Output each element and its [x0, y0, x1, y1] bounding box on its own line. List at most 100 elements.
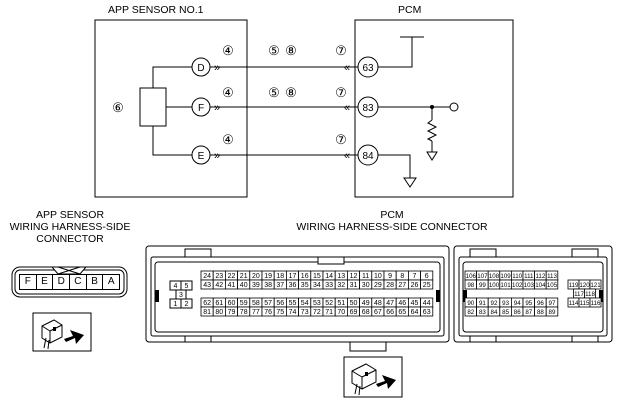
pin-number: 112 — [535, 273, 545, 280]
pin-number: 76 — [264, 309, 272, 316]
pin-number: 39 — [252, 282, 260, 289]
pin-number: 46 — [398, 300, 406, 307]
pin-number: 97 — [549, 300, 556, 307]
pin-cell — [545, 306, 559, 317]
pin-number: 18 — [276, 273, 284, 280]
sensor-connector-title: APP SENSOR WIRING HARNESS-SIDE CONNECTOR — [0, 209, 140, 245]
pcm-connector-title-line1: PCM — [380, 209, 404, 221]
pin-number: 114 — [569, 300, 579, 307]
pcm-box — [354, 19, 514, 198]
pin-number: 85 — [502, 309, 509, 316]
pin-number: 22 — [228, 273, 236, 280]
pin-number: 14 — [325, 273, 333, 280]
pin-number: 57 — [264, 300, 272, 307]
wire2-mark-7: ⑦ — [335, 85, 347, 100]
pin-number: 74 — [289, 309, 297, 316]
sensor-connector-title-line1: APP SENSOR — [35, 209, 105, 221]
pin-number: 7 — [413, 273, 417, 280]
pin-number: 16 — [301, 273, 309, 280]
pin-number: 44 — [423, 300, 431, 307]
pin-number: 9 — [388, 273, 392, 280]
pin-number: 54 — [301, 300, 309, 307]
pin-number: 86 — [514, 309, 521, 316]
pin-number: 117 — [574, 291, 584, 298]
pin-number: 66 — [386, 309, 394, 316]
pin-number: 41 — [228, 282, 236, 289]
pin-number: 34 — [313, 282, 321, 289]
pin-number: 59 — [240, 300, 248, 307]
pin-number: 93 — [502, 300, 509, 307]
wire2-mark-5: ⑤ — [268, 85, 280, 100]
pin-number: 115 — [580, 300, 590, 307]
pin-number: 42 — [215, 282, 223, 289]
sensor-pin-d-label: D — [197, 63, 204, 74]
sensor-connector-pin: C — [70, 274, 87, 290]
pin-number: 49 — [362, 300, 370, 307]
pcm-connector-title-line2: WIRING HARNESS-SIDE CONNECTOR — [296, 221, 488, 233]
pin-number: 50 — [350, 300, 358, 307]
break-mark-right-3: « — [344, 150, 350, 162]
pin-number: 90 — [467, 300, 474, 307]
pin-number: 72 — [313, 309, 321, 316]
sensor-connector-title-line3: CONNECTOR — [36, 233, 104, 245]
pin-cell — [589, 297, 602, 308]
sensor-pin-e — [191, 145, 211, 165]
pin-number: 107 — [477, 273, 488, 280]
pin-number: 26 — [411, 282, 419, 289]
pcm-83-ground — [426, 151, 438, 161]
pin-number: 19 — [264, 273, 272, 280]
pin-number: 20 — [252, 273, 260, 280]
sensor-connector-pins: F E D C B A — [19, 274, 121, 290]
sensor-connector-title-line2: WIRING HARNESS-SIDE — [9, 221, 131, 233]
pcm-83-terminal — [449, 102, 459, 112]
break-mark-right-2: « — [344, 102, 350, 114]
pin-number: 83 — [479, 309, 486, 316]
pin-number: 60 — [228, 300, 236, 307]
svg-text:3: 3 — [179, 292, 183, 299]
pin-number: 81 — [203, 309, 211, 316]
pcm-63-supply — [378, 37, 413, 68]
pin-number: 25 — [423, 282, 431, 289]
pcm-connector-right-housing — [453, 245, 613, 343]
pin-number: 11 — [362, 273, 369, 280]
pcm-pin-83-label: 83 — [362, 103, 374, 114]
pcm-83-resistor — [426, 119, 438, 142]
pin-number: 23 — [215, 273, 223, 280]
pcm-title: PCM — [398, 4, 422, 16]
pin-number: 30 — [362, 282, 370, 289]
sensor-mark-6: ⑥ — [112, 100, 124, 115]
pin-number: 33 — [325, 282, 333, 289]
pin-number: 106 — [466, 273, 477, 280]
pin-number: 62 — [203, 300, 211, 307]
pcm-84-ground — [403, 177, 417, 188]
pin-number: 45 — [411, 300, 419, 307]
pin-number: 43 — [203, 282, 211, 289]
sensor-connector-pin: A — [103, 274, 121, 290]
pin-number: 38 — [264, 282, 272, 289]
pin-number: 104 — [535, 282, 546, 289]
pin-number: 27 — [398, 282, 406, 289]
pin-cell — [545, 279, 559, 290]
pin-number: 35 — [301, 282, 309, 289]
pin-number: 121 — [590, 282, 601, 289]
wire1-mark-4: ④ — [222, 43, 234, 58]
sensor-connector-pin: B — [86, 274, 104, 290]
pin-number: 113 — [547, 273, 557, 280]
pin-number: 64 — [411, 309, 419, 316]
wire2-mark-4: ④ — [222, 85, 234, 100]
pin-number: 78 — [240, 309, 248, 316]
pin-number: 77 — [252, 309, 260, 316]
pcm-connector-icon — [351, 363, 396, 396]
wire1-mark-8: ⑧ — [285, 43, 297, 58]
pin-number: 36 — [289, 282, 297, 289]
pin-number: 95 — [525, 300, 532, 307]
pin-number: 98 — [467, 282, 474, 289]
pin-number: 53 — [313, 300, 321, 307]
pin-number: 71 — [325, 309, 333, 316]
pcm-pin-84-label: 84 — [362, 151, 374, 162]
pin-number: 82 — [467, 309, 474, 316]
pcm-pin-63-label: 63 — [362, 63, 374, 74]
pin-number: 6 — [425, 273, 429, 280]
